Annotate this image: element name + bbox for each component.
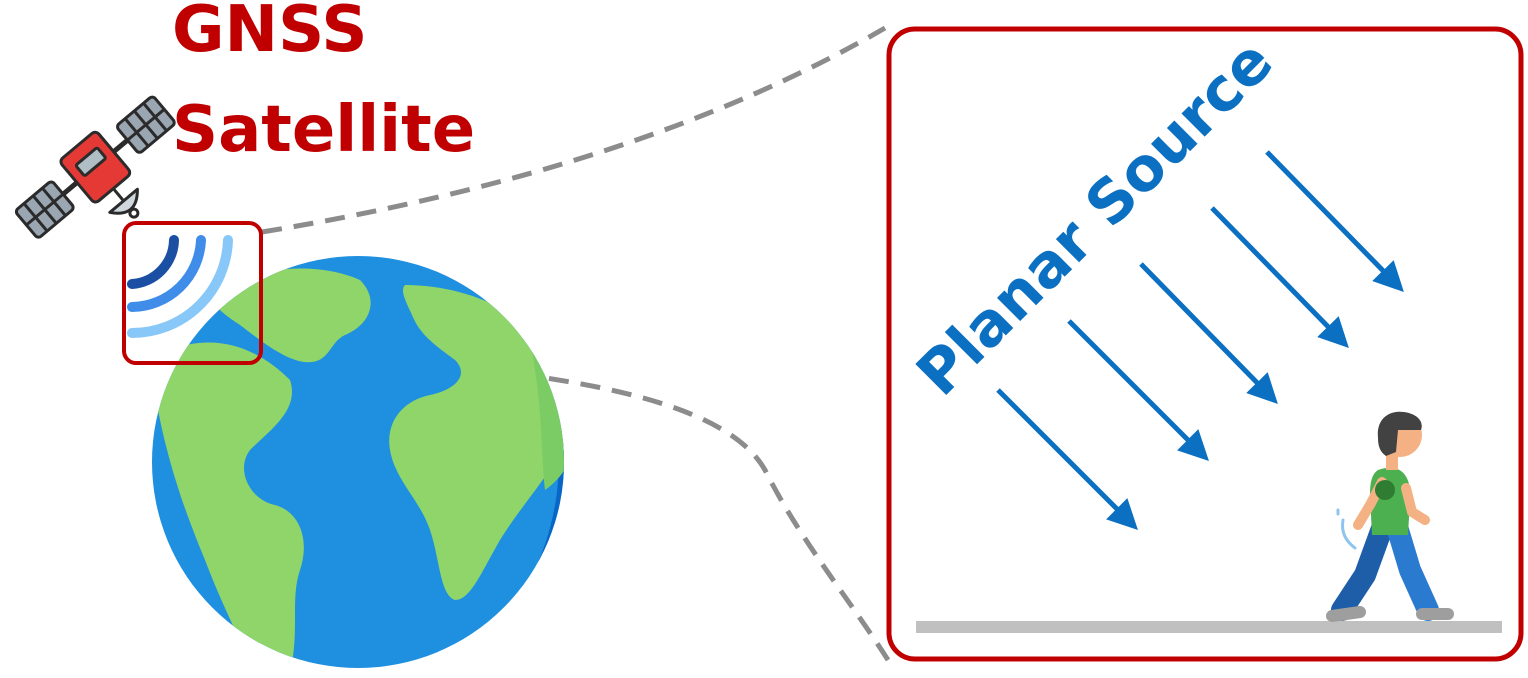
signal-highlight-box [122, 221, 263, 365]
arrow-down-right-icon [1067, 319, 1209, 461]
arrow-down-right-icon [996, 388, 1138, 530]
signal-waves-icon [127, 235, 233, 338]
connector-line-top [261, 25, 887, 235]
satellite-icon [14, 95, 176, 239]
arrow-down-right-icon [1139, 262, 1278, 405]
planar-source-panel [886, 26, 1524, 662]
title-line-satellite: Satellite [172, 93, 476, 167]
arrow-down-right-icon [1210, 206, 1349, 349]
earth-globe-icon [152, 256, 564, 668]
planar-wave-arrows [996, 150, 1404, 530]
arrow-down-right-icon [1265, 150, 1404, 293]
title-line-gnss: GNSS [172, 0, 368, 67]
walking-person-icon [1326, 411, 1454, 622]
connector-line-bottom [261, 352, 891, 662]
